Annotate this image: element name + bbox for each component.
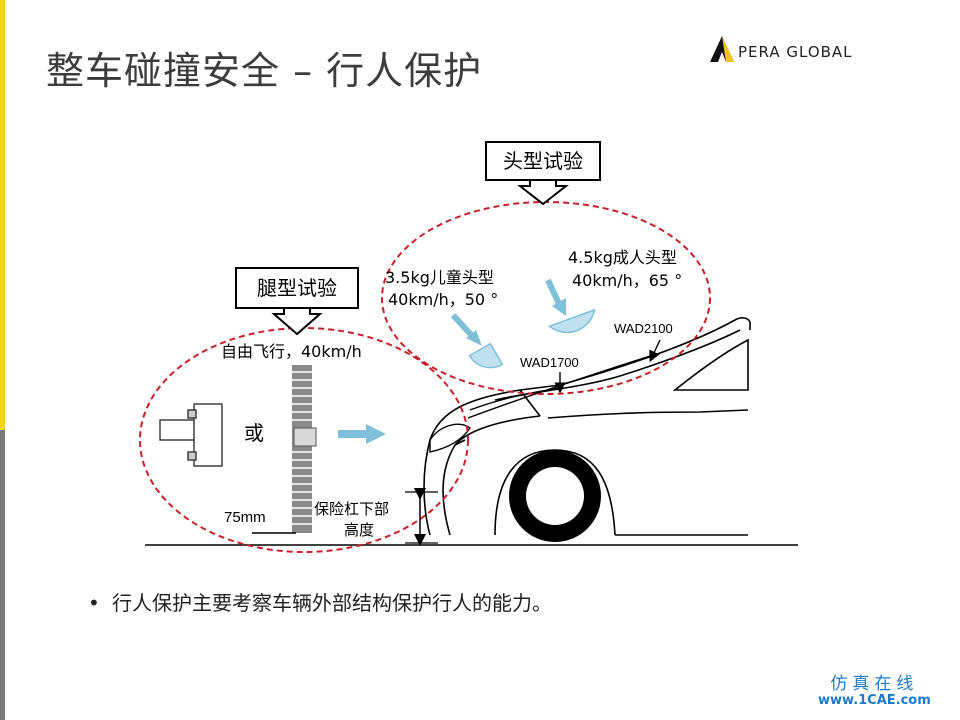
watermark-url: www.1CAE.com — [818, 692, 931, 708]
adult-head-impactor — [545, 278, 596, 334]
wad2100-label: WAD2100 — [614, 321, 673, 336]
page-title: 整车碰撞安全 – 行人保护 — [46, 49, 483, 93]
free-flight-label: 自由飞行，40km/h — [221, 342, 362, 361]
bullet-point: • 行人保护主要考察车辆外部结构保护行人的能力。 — [88, 587, 552, 616]
wad1700-label: WAD1700 — [520, 355, 579, 370]
gap-75mm-label: 75mm — [224, 509, 266, 526]
leg-test-callout: 腿型试验 — [235, 267, 359, 336]
watermark: 仿真在线 www.1CAE.com — [818, 674, 931, 708]
wad2100-pointer — [649, 339, 661, 363]
accent-bar-yellow — [0, 0, 5, 430]
svg-text:腿型试验: 腿型试验 — [257, 276, 337, 300]
adult-head-line2: 40km/h，65 ° — [572, 271, 682, 290]
leg-impactor-front — [292, 365, 317, 533]
bumper-height-line1: 保险杠下部 — [314, 500, 389, 518]
motion-arrow — [338, 424, 386, 444]
logo-text: PERA GLOBAL — [738, 43, 853, 61]
watermark-cn: 仿真在线 — [830, 674, 919, 694]
bullet-text: 行人保护主要考察车辆外部结构保护行人的能力。 — [112, 591, 552, 615]
leg-impactor-side — [159, 403, 223, 467]
bumper-height-line2: 高度 — [344, 521, 374, 539]
child-head-line1: 3.5kg儿童头型 — [385, 268, 494, 287]
pera-logo-mark-icon — [710, 36, 734, 62]
head-test-callout: 头型试验 — [485, 141, 601, 206]
bullet-dot-icon: • — [88, 591, 100, 615]
adult-head-line1: 4.5kg成人头型 — [568, 248, 677, 267]
front-wheel — [494, 449, 616, 542]
accent-bar-gray — [0, 430, 5, 720]
wad1700-line — [469, 387, 559, 411]
pera-global-logo: PERA GLOBAL — [708, 32, 908, 68]
headlight — [429, 423, 471, 453]
child-head-line2: 40km/h，50 ° — [388, 290, 498, 309]
child-head-impactor — [450, 312, 504, 369]
svg-text:头型试验: 头型试验 — [503, 149, 583, 173]
or-label: 或 — [244, 421, 264, 445]
